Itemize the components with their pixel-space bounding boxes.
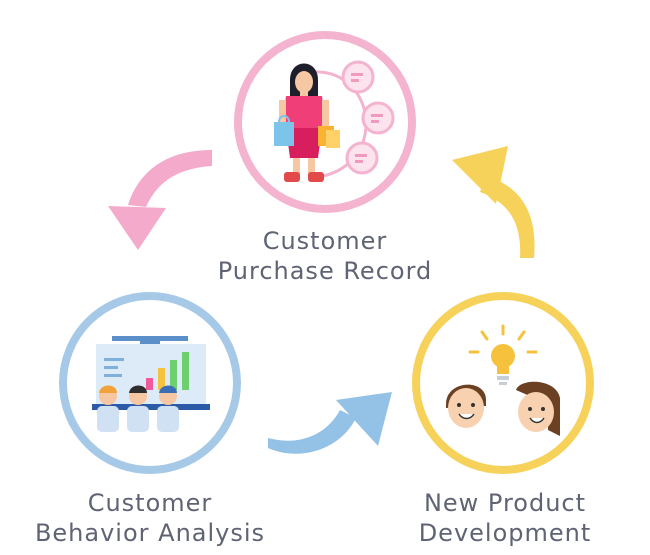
purchase-record-label: Customer Purchase Record bbox=[195, 226, 455, 286]
arrow-purchase-to-analysis bbox=[108, 150, 212, 250]
purchase-record-label-line1: Customer bbox=[262, 227, 388, 255]
product-development-label-line1: New Product bbox=[423, 489, 587, 517]
idea-people-icon bbox=[446, 324, 560, 436]
behavior-analysis-label-line1: Customer bbox=[87, 489, 213, 517]
presentation-board-icon bbox=[92, 336, 210, 432]
node-analysis-circle bbox=[59, 292, 241, 474]
behavior-analysis-label-line2: Behavior Analysis bbox=[34, 519, 266, 547]
product-development-label: New Product Development bbox=[380, 488, 630, 548]
arrow-development-to-purchase bbox=[452, 146, 535, 258]
node-development-circle bbox=[412, 292, 594, 474]
shopping-woman-icon bbox=[274, 60, 395, 182]
behavior-analysis-label: Customer Behavior Analysis bbox=[0, 488, 300, 548]
node-purchase-circle bbox=[234, 31, 416, 213]
product-development-label-line2: Development bbox=[418, 519, 592, 547]
arrow-analysis-to-development bbox=[268, 392, 392, 454]
purchase-record-label-line2: Purchase Record bbox=[217, 257, 433, 285]
